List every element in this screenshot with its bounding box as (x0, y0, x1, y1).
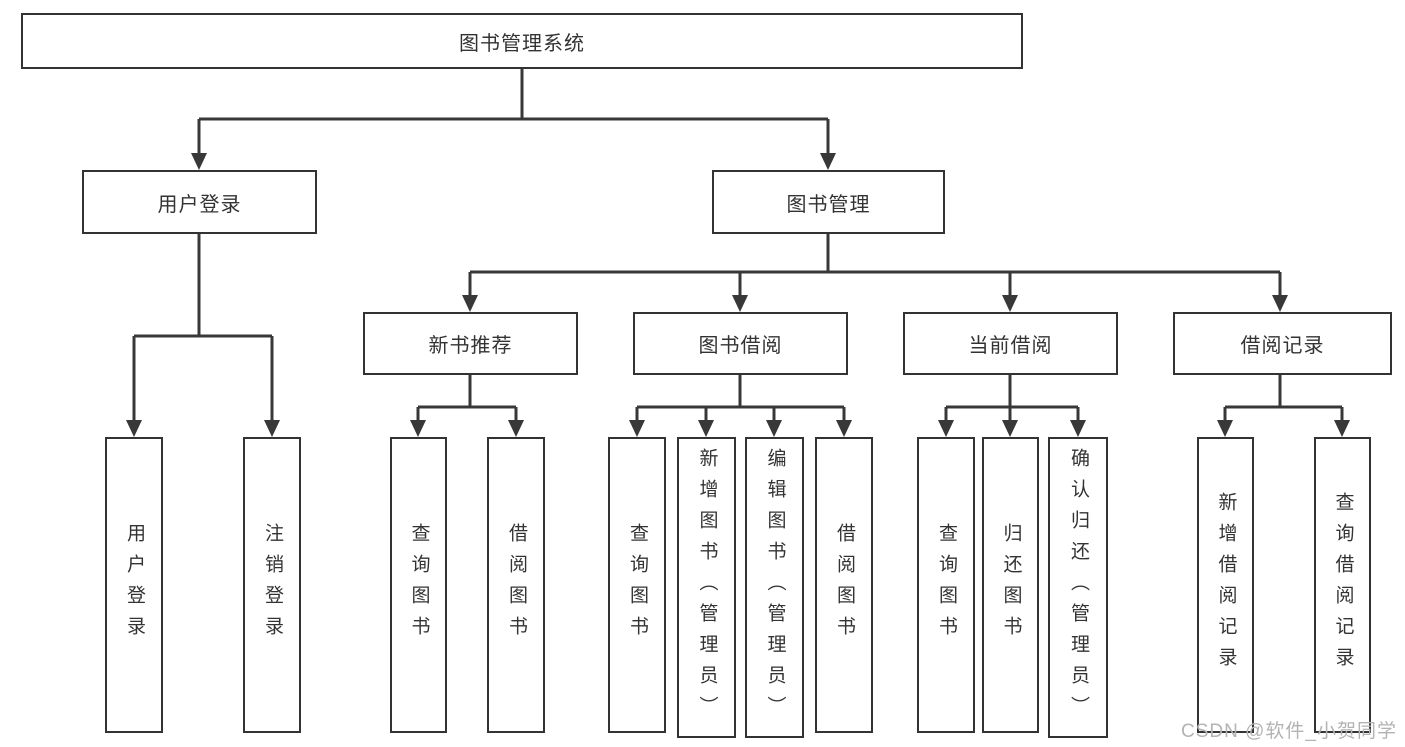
leaf-user-login-label: 用户登录 (123, 523, 145, 647)
arrowheads (126, 153, 1350, 437)
leaf-logout-label: 注销登录 (261, 523, 283, 647)
leaf-add-book-admin-label: 新增图书（管理员） (696, 448, 718, 727)
leaf-borrow-book-recommend-label: 借阅图书 (505, 523, 527, 647)
node-borrow-record-label: 借阅记录 (1240, 335, 1325, 357)
node-book-management: 图书管理 (712, 170, 945, 234)
leaf-edit-book-admin-label: 编辑图书（管理员） (764, 448, 786, 727)
node-book-borrow: 图书借阅 (633, 312, 848, 375)
node-book-management-label: 图书管理 (786, 193, 871, 216)
leaf-borrow-book: 借阅图书 (815, 437, 873, 733)
leaf-query-book-recommend-label: 查询图书 (408, 523, 430, 647)
leaf-query-book-borrow: 查询图书 (608, 437, 666, 733)
leaf-edit-book-admin: 编辑图书（管理员） (745, 437, 804, 738)
leaf-borrow-book-label: 借阅图书 (833, 523, 855, 647)
leaf-query-book-recommend: 查询图书 (390, 437, 447, 733)
leaf-query-book-borrow-label: 查询图书 (626, 523, 648, 647)
node-book-borrow-label: 图书借阅 (698, 335, 783, 357)
node-current-borrow: 当前借阅 (903, 312, 1118, 375)
node-library-system-label: 图书管理系统 (459, 32, 585, 55)
leaf-add-borrow-record-label: 新增借阅记录 (1215, 492, 1237, 678)
node-user-login-label: 用户登录 (157, 193, 242, 216)
leaf-add-book-admin: 新增图书（管理员） (677, 437, 736, 738)
leaf-query-borrow-record: 查询借阅记录 (1314, 437, 1371, 733)
leaf-query-borrow-record-label: 查询借阅记录 (1332, 492, 1354, 678)
watermark-text: CSDN @软件_小贺同学 (1181, 721, 1397, 742)
node-new-book-recommend-label: 新书推荐 (428, 335, 513, 357)
node-borrow-record: 借阅记录 (1173, 312, 1392, 375)
leaf-confirm-return-admin: 确认归还（管理员） (1048, 437, 1108, 738)
leaf-borrow-book-recommend: 借阅图书 (487, 437, 545, 733)
node-user-login: 用户登录 (82, 170, 317, 234)
leaf-return-book: 归还图书 (982, 437, 1039, 733)
leaf-query-book-current-label: 查询图书 (935, 523, 957, 647)
leaf-query-book-current: 查询图书 (917, 437, 975, 733)
node-current-borrow-label: 当前借阅 (968, 335, 1053, 357)
leaf-logout: 注销登录 (243, 437, 301, 733)
leaf-add-borrow-record: 新增借阅记录 (1197, 437, 1254, 733)
node-new-book-recommend: 新书推荐 (363, 312, 578, 375)
leaf-confirm-return-admin-label: 确认归还（管理员） (1067, 448, 1089, 727)
leaf-return-book-label: 归还图书 (1000, 523, 1022, 647)
leaf-user-login: 用户登录 (105, 437, 163, 733)
node-library-system: 图书管理系统 (21, 13, 1023, 69)
